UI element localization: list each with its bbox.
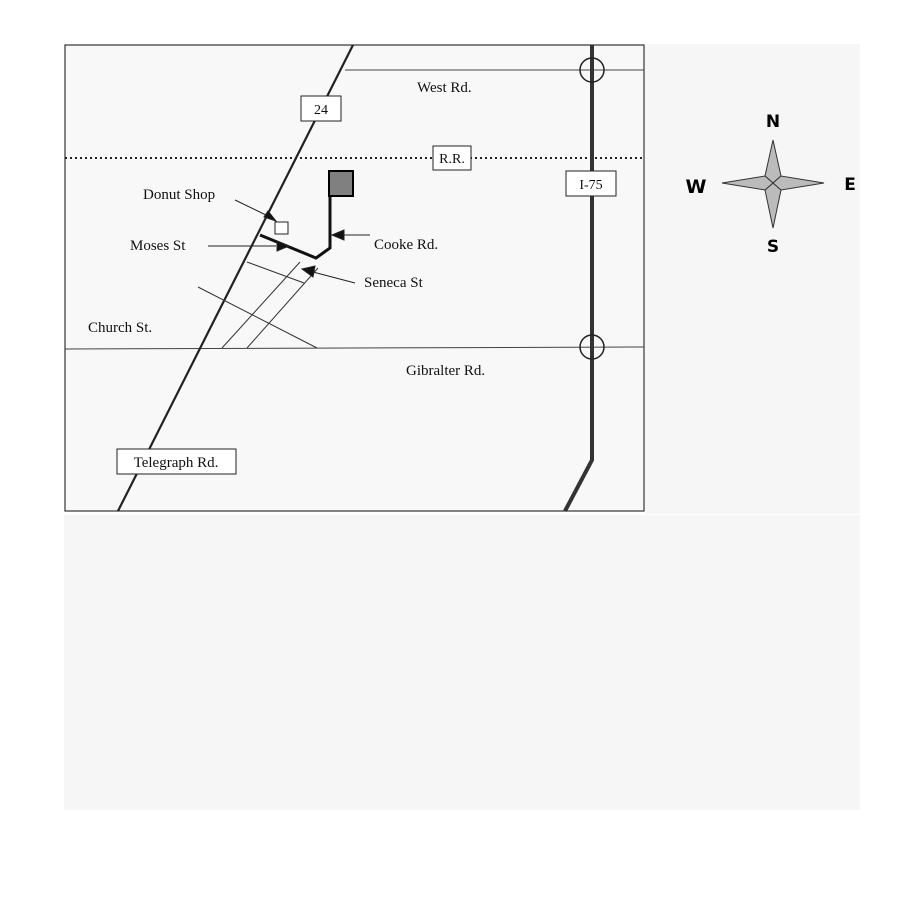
compass-east-point	[772, 175, 825, 191]
map-frame	[64, 44, 645, 512]
west-rd-label: West Rd.	[417, 80, 472, 96]
destination-marker	[328, 170, 354, 197]
telegraph-rd-label: Telegraph Rd.	[134, 455, 219, 471]
cooke-rd-label: Cooke Rd.	[374, 237, 438, 253]
donut-shop-arrowhead	[263, 210, 278, 223]
route-24-shield	[300, 95, 342, 122]
faded-lower-area	[64, 515, 860, 810]
local-diagonal-street-1	[221, 261, 301, 349]
diagonal-street-west	[197, 286, 318, 349]
route-24-label: 24	[314, 103, 328, 118]
donut-shop-marker	[274, 221, 289, 235]
compass-west-label: W	[686, 176, 707, 198]
local-diagonal-street-2	[246, 267, 319, 349]
moses-st-arrowhead	[276, 240, 291, 252]
seneca-st-label: Seneca St	[364, 275, 424, 291]
church-st-label: Church St.	[88, 320, 152, 336]
moses-st-label: Moses St	[130, 238, 186, 254]
railroad-label: R.R.	[439, 152, 465, 167]
compass-rose: N S W E	[686, 112, 856, 257]
cooke-rd-arrowhead	[330, 229, 345, 241]
donut-shop-leader	[234, 199, 271, 218]
telegraph-rd-label-box	[116, 448, 237, 475]
gibralter-rd-label: Gibralter Rd.	[406, 363, 485, 379]
i75-label-box	[565, 170, 617, 197]
seneca-st-arrowhead	[300, 265, 316, 278]
compass-south-label: S	[767, 237, 779, 257]
compass-east-label: E	[844, 175, 856, 195]
gibralter-rd-line	[64, 346, 645, 350]
leader-arrows	[208, 199, 370, 284]
railroad-label-box	[432, 145, 472, 171]
compass-north-label: N	[766, 112, 780, 132]
short-connector-street	[246, 261, 305, 284]
donut-shop-label: Donut Shop	[143, 187, 215, 203]
interchange-gibralter-rd	[579, 334, 605, 360]
faded-right-area	[645, 44, 860, 514]
interchange-west-rd	[579, 57, 605, 83]
i75-label: I-75	[579, 178, 602, 193]
seneca-st-leader	[312, 271, 356, 284]
telegraph-rd-line	[117, 44, 354, 512]
